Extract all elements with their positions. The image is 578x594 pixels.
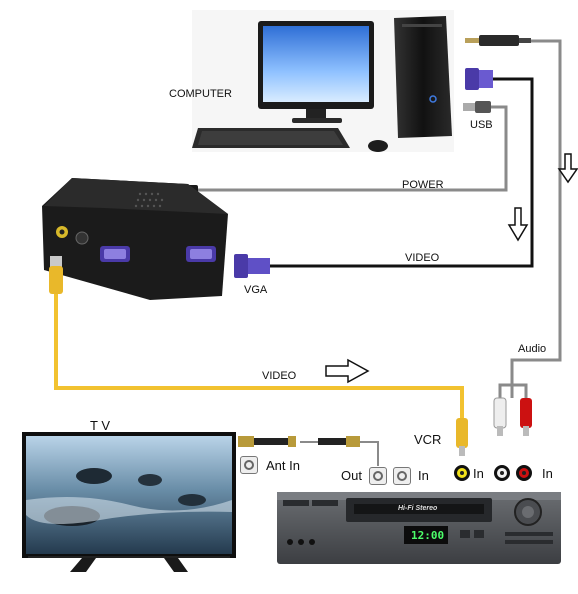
composite-video-cable [54, 292, 464, 420]
audio-cable-white-split [498, 383, 512, 398]
vcr-yellow-rca-plug [456, 418, 468, 456]
video-label-top: VIDEO [405, 252, 440, 264]
white-audio-jack-icon [494, 465, 510, 481]
power-label: POWER [402, 179, 444, 191]
keyboard [192, 128, 350, 148]
television [22, 432, 236, 572]
red-in-label: In [542, 466, 553, 481]
converter-rca-plug [49, 256, 63, 294]
yellow-in-label: In [473, 466, 484, 481]
computer-label: COMPUTER [169, 88, 232, 100]
video-label-bottom: VIDEO [262, 370, 297, 382]
vga-video-cable [270, 77, 534, 268]
coax-in-port-icon [393, 467, 411, 485]
arrow-right-video [325, 358, 370, 384]
ant-in-label: Ant In [266, 458, 300, 473]
vcr-brand-text: Hi-Fi Stereo [398, 505, 438, 512]
audio-label: Audio [518, 343, 547, 355]
usb-plug [463, 101, 491, 113]
coax-f-connector-cable [238, 436, 360, 447]
arrow-down-video [507, 207, 529, 242]
coax-in-label: In [418, 468, 429, 483]
tv-label: T V [90, 418, 110, 433]
vga-label: VGA [244, 284, 268, 296]
audio-jack-plug [465, 35, 531, 46]
coax-cable-to-vcr [300, 441, 379, 466]
ant-in-port-icon [240, 456, 258, 474]
vcr-white-rca-plug [493, 397, 507, 436]
vcr-label: VCR [414, 432, 442, 447]
vcr-red-rca-plug [520, 398, 532, 436]
vcr-clock-display: 12:00 [411, 529, 445, 542]
vga-converter-box [42, 178, 228, 300]
audio-cable [510, 39, 562, 398]
yellow-video-jack-icon [454, 465, 470, 481]
usb-power-cable [195, 105, 508, 192]
red-audio-jack-icon [516, 465, 532, 481]
arrow-down-audio [557, 153, 578, 184]
coax-out-port-icon [369, 467, 387, 485]
pc-vga-plug [465, 68, 493, 90]
out-label: Out [341, 468, 362, 483]
pc-tower [394, 16, 452, 138]
mouse [368, 140, 388, 152]
usb-label: USB [470, 119, 493, 131]
monitor [258, 21, 374, 123]
audio-cable-red-split [512, 383, 528, 398]
converter-vga-plug [234, 254, 270, 278]
vcr-unit [277, 492, 561, 564]
